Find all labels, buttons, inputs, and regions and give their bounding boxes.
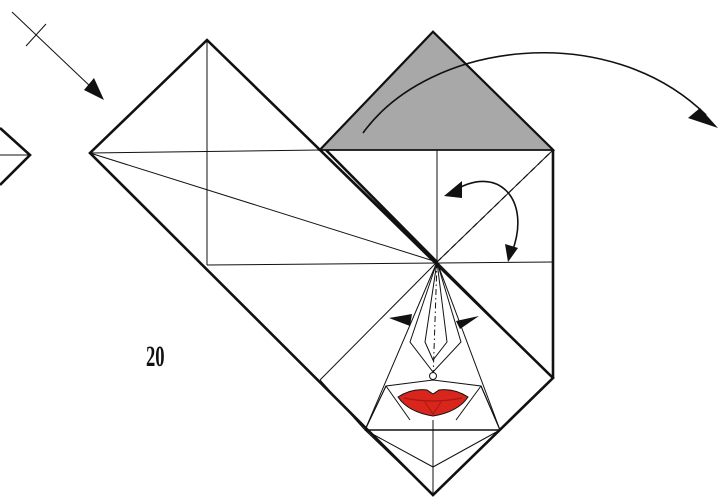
swivel-fold-arrow-icon [444,180,519,262]
squash-push-arrow-icon [456,316,479,329]
step-number: 20 [146,340,165,373]
nose-kite [409,260,462,381]
previous-step-fragment [0,127,32,186]
shaded-top-flap [317,30,556,151]
fold-back-arrow-icon [362,52,718,134]
lips [397,389,469,417]
valley-fold-line [436,149,554,263]
chin-region [364,379,501,496]
squash-push-arrow-icon [389,314,412,326]
crease-lines [89,39,554,431]
previous-step-arrow-icon [11,11,104,100]
